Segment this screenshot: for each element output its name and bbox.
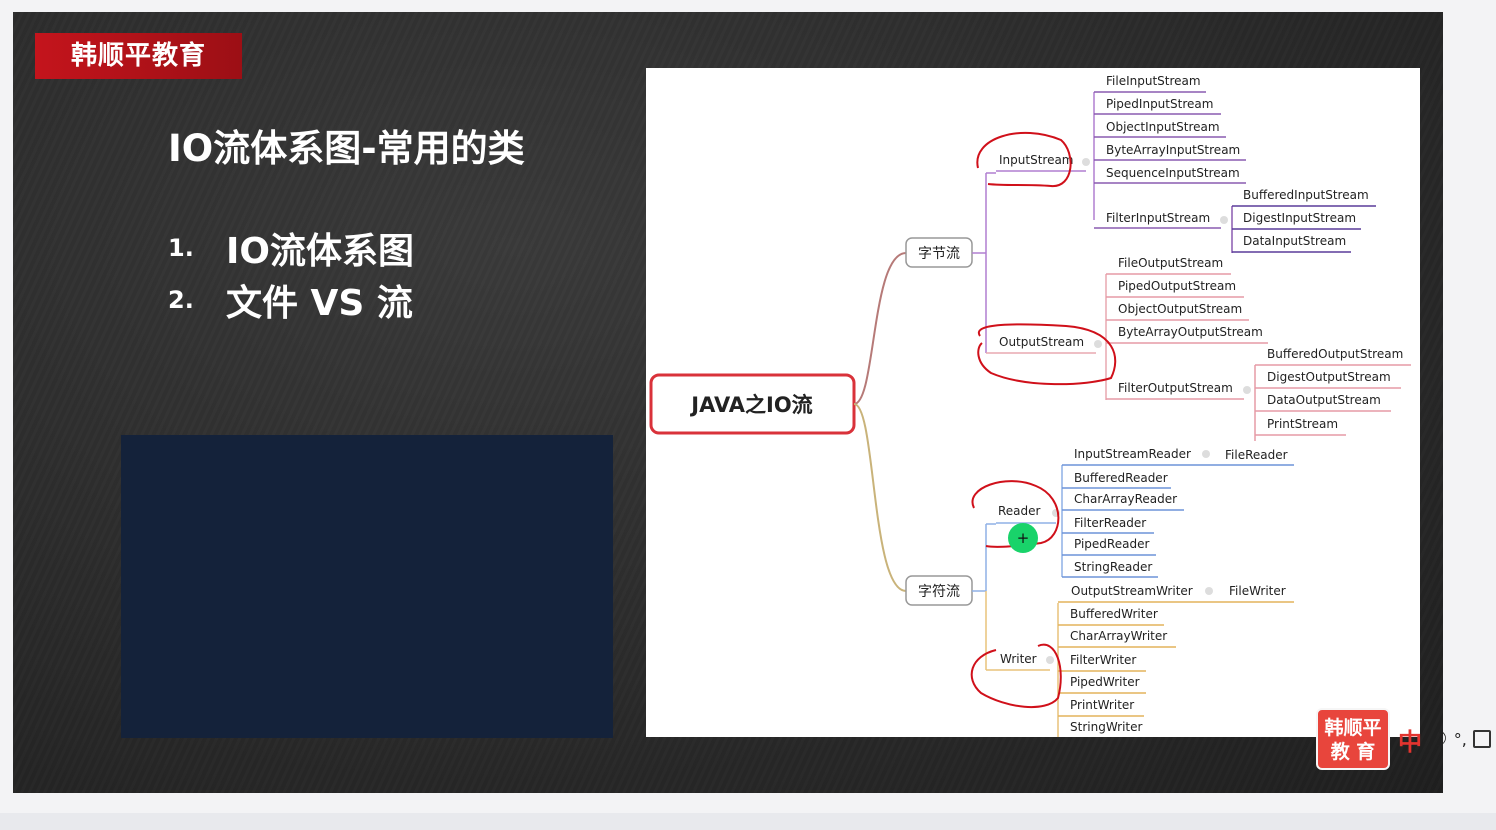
mindmap-svg: JAVA之IO流 字节流 字符流 InputStream FileInputSt…: [649, 74, 1411, 737]
list-item: InputStreamReader: [1074, 447, 1191, 461]
collapse-icon[interactable]: [1220, 216, 1228, 224]
slide: 韩顺平教育 IO流体系图-常用的类 1. IO流体系图 2. 文件 VS 流 J…: [13, 12, 1443, 793]
root-label: JAVA之IO流: [689, 393, 812, 417]
list-item: ObjectOutputStream: [1118, 302, 1242, 316]
list-item: PrintStream: [1267, 417, 1338, 431]
ime-toolbar[interactable]: 中 ☽ °,: [1398, 724, 1491, 756]
filteroutputstream-children: BufferedOutputStream DigestOutputStream …: [1255, 347, 1411, 436]
list-item: FileInputStream: [1106, 74, 1201, 88]
list-item: ObjectInputStream: [1106, 120, 1220, 134]
list-item: PipedOutputStream: [1118, 279, 1236, 293]
brand-badge: 韩顺平 教 育: [1316, 708, 1390, 770]
brand-logo: 韩顺平教育: [35, 33, 242, 79]
mindmap-panel: JAVA之IO流 字节流 字符流 InputStream FileInputSt…: [646, 68, 1420, 737]
brand-badge-line1: 韩顺平: [1324, 717, 1382, 739]
collapse-icon[interactable]: [1205, 587, 1213, 595]
list-item: StringWriter: [1070, 720, 1142, 734]
list-item: CharArrayWriter: [1070, 629, 1167, 643]
list-item: OutputStreamWriter: [1071, 584, 1193, 598]
annotation-circle-outputstream: [977, 323, 1117, 386]
video-placeholder[interactable]: [121, 435, 613, 738]
list-item: DataInputStream: [1243, 234, 1346, 248]
writer-children: OutputStreamWriter BufferedWriter CharAr…: [1058, 584, 1294, 734]
list-item: DataOutputStream: [1267, 393, 1381, 407]
inputstream-children: FileInputStream PipedInputStream ObjectI…: [1094, 74, 1246, 229]
list-item: BufferedReader: [1074, 471, 1168, 485]
list-item: PipedWriter: [1070, 675, 1140, 689]
inputstream-label: InputStream: [999, 153, 1074, 167]
list-item: SequenceInputStream: [1106, 166, 1240, 180]
collapse-icon[interactable]: [1082, 158, 1090, 166]
reader-children: InputStreamReader BufferedReader CharArr…: [1062, 447, 1294, 578]
list-item: FileWriter: [1229, 584, 1286, 598]
list-item: StringReader: [1074, 560, 1152, 574]
list-item: DigestOutputStream: [1267, 370, 1391, 384]
toc-text: 文件 VS 流: [226, 283, 413, 324]
punctuation-icon[interactable]: °,: [1453, 729, 1467, 749]
list-item: BufferedOutputStream: [1267, 347, 1403, 361]
collapse-icon[interactable]: [1243, 386, 1251, 394]
list-item: CharArrayReader: [1074, 492, 1177, 506]
list-item: FileOutputStream: [1118, 256, 1223, 270]
outputstream-children: FileOutputStream PipedOutputStream Objec…: [1106, 256, 1268, 400]
branch-line: [853, 403, 907, 592]
toc-list: 1. IO流体系图 2. 文件 VS 流: [168, 222, 414, 326]
collapse-icon[interactable]: [1202, 450, 1210, 458]
crosshair-icon: +: [1017, 529, 1030, 547]
list-item: ByteArrayInputStream: [1106, 143, 1240, 157]
list-item: FilterReader: [1074, 516, 1146, 530]
toc-number: 1.: [168, 234, 194, 262]
ime-language-indicator[interactable]: 中: [1398, 727, 1422, 756]
collapse-icon[interactable]: [1046, 656, 1054, 664]
brand-badge-line2: 教 育: [1330, 741, 1376, 763]
list-item: PipedInputStream: [1106, 97, 1213, 111]
list-item: FilterOutputStream: [1118, 381, 1233, 395]
list-item: FilterWriter: [1070, 653, 1136, 667]
list-item: BufferedWriter: [1070, 607, 1158, 621]
char-stream-label: 字符流: [918, 584, 960, 600]
outputstream-label: OutputStream: [999, 335, 1084, 349]
writer-label: Writer: [1000, 652, 1037, 666]
reader-label: Reader: [998, 504, 1041, 518]
moon-icon[interactable]: ☽: [1428, 726, 1448, 752]
annotation-circle-writer: [970, 643, 1062, 709]
toc-item: 2. 文件 VS 流: [168, 274, 414, 326]
toc-number: 2.: [168, 286, 194, 314]
list-item: PipedReader: [1074, 537, 1149, 551]
list-item: PrintWriter: [1070, 698, 1134, 712]
bottom-bar: [0, 813, 1496, 830]
branch-line: [853, 252, 907, 405]
keyboard-icon[interactable]: [1472, 730, 1491, 748]
toc-text: IO流体系图: [226, 231, 414, 272]
list-item: FileReader: [1225, 448, 1288, 462]
list-item: DigestInputStream: [1243, 211, 1356, 225]
toc-item: 1. IO流体系图: [168, 222, 414, 274]
list-item: FilterInputStream: [1106, 211, 1210, 225]
slide-title: IO流体系图-常用的类: [168, 127, 525, 170]
annotation-circle-inputstream: [976, 131, 1072, 188]
cursor-highlight: [1008, 523, 1038, 553]
list-item: ByteArrayOutputStream: [1118, 325, 1263, 339]
collapse-icon[interactable]: [1094, 340, 1102, 348]
list-item: BufferedInputStream: [1243, 188, 1369, 202]
filterinputstream-children: BufferedInputStream DigestInputStream Da…: [1232, 188, 1376, 253]
byte-stream-label: 字节流: [918, 246, 960, 262]
